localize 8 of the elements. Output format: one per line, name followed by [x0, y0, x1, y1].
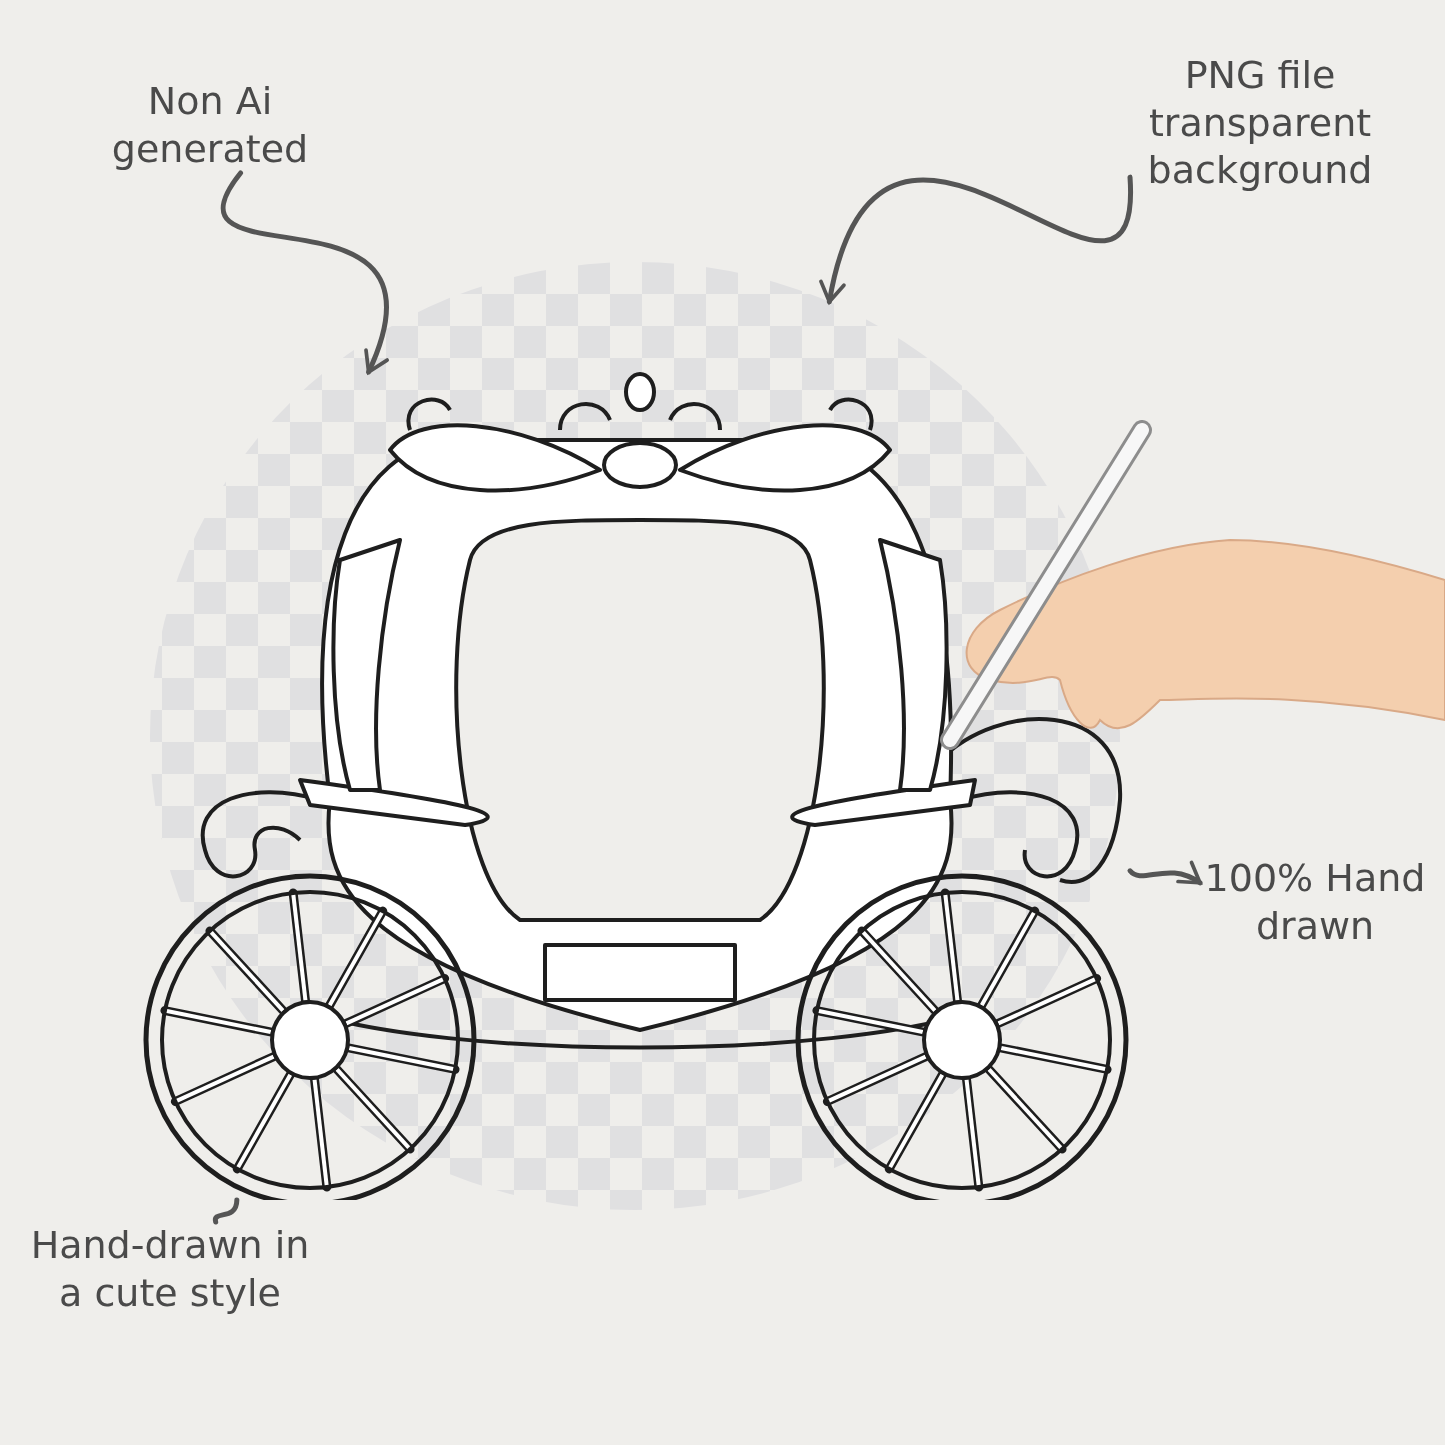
curly-arrow — [1127, 861, 1203, 886]
squiggle-line — [212, 1197, 240, 1225]
callout-text: Hand-drawn in a cute style — [20, 1222, 320, 1317]
callout-text: PNG file transparent background — [1130, 52, 1390, 195]
callout-text: Non Ai generated — [95, 78, 325, 173]
curly-arrow — [821, 174, 1133, 305]
callout-text: 100% Hand drawn — [1200, 855, 1430, 950]
curly-arrow — [221, 170, 389, 375]
